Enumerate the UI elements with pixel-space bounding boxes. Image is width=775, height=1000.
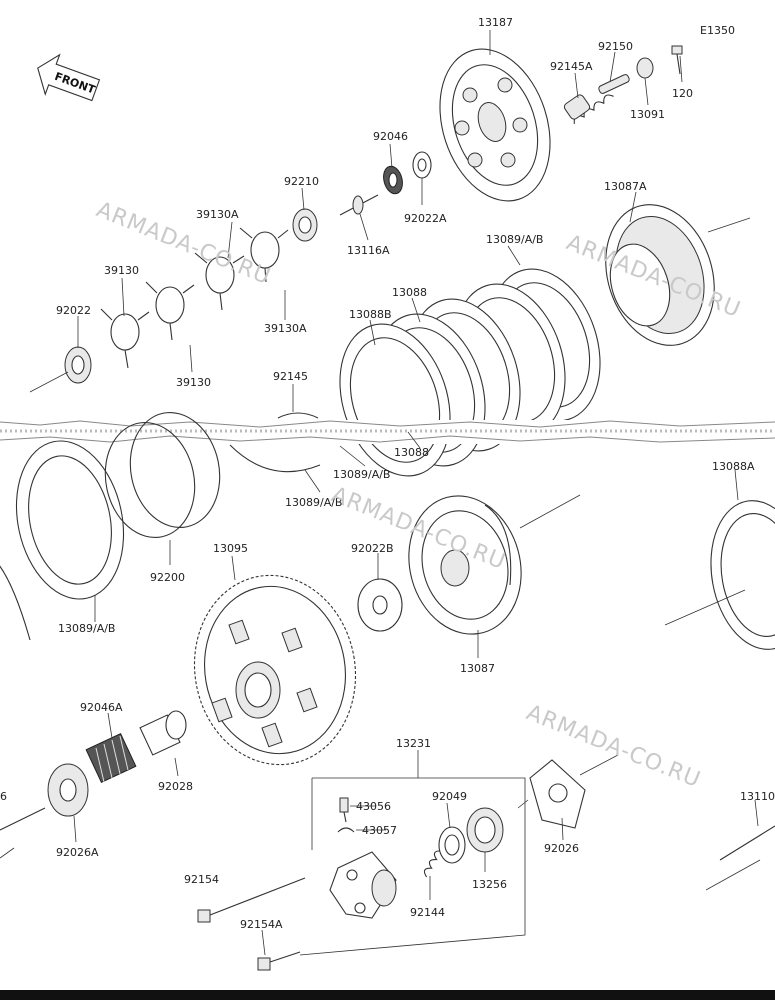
bearing-13256 (466, 807, 504, 853)
bracket-92026 (529, 759, 586, 829)
part-label: 39130A (264, 322, 307, 335)
part-label: 92150 (598, 40, 633, 53)
part-label: 13087 (460, 662, 495, 675)
part-label: 92026 (544, 842, 579, 855)
part-label: 120 (672, 87, 693, 100)
gear-13095 (193, 574, 357, 766)
spring-rings-92200 (104, 411, 221, 539)
bolt-92154a (257, 951, 301, 971)
part-label: 13088B (349, 308, 392, 321)
part-label: 92210 (284, 175, 319, 188)
hub-13087 (408, 495, 522, 635)
part-label: 92145A (550, 60, 593, 73)
part-labels: E1350 13187 92150 92145A 120 13091 92046 92022… (0, 16, 775, 931)
part-label: 92022B (351, 542, 394, 555)
seal-92049 (438, 826, 466, 864)
part-label: 92200 (150, 571, 185, 584)
plate-39130-1 (145, 281, 195, 341)
part-label: 92154A (240, 918, 283, 931)
needle-bearing-92046a (85, 732, 137, 784)
spring-92144 (423, 850, 442, 878)
bolt-120 (671, 45, 683, 75)
pushrod-13116a (339, 194, 379, 216)
axis-line (517, 799, 529, 809)
part-label: 13088 (394, 446, 429, 459)
bottom-bar (0, 990, 775, 1000)
part-label: 92049 (432, 790, 467, 803)
part-label: 92046A (80, 701, 123, 714)
part-label: 13088 (392, 286, 427, 299)
part-label: 13110 (740, 790, 775, 803)
washer-92022 (64, 346, 92, 384)
part-label: 39130A (196, 208, 239, 221)
friction-plate-lower-left (0, 440, 125, 641)
part-label: 13116A (347, 244, 390, 257)
part-label: 92026A (56, 846, 99, 859)
part-label: 13089/A/B (486, 233, 543, 246)
bearing-92046 (383, 165, 403, 195)
part-label: 43057 (362, 824, 397, 837)
part-label: 13089/A/B (333, 468, 390, 481)
part-label: 92145 (273, 370, 308, 383)
shaft-left (0, 807, 46, 859)
axis-line (519, 494, 581, 529)
part-label: 92028 (158, 780, 193, 793)
plate-13088a (710, 500, 775, 650)
part-label: 13256 (472, 878, 507, 891)
part-label: 13231 (396, 737, 431, 750)
diagram-code: E1350 (700, 24, 735, 37)
axis-line (579, 754, 619, 776)
part-label: 13089/A/B (58, 622, 115, 635)
axis-line (664, 589, 746, 626)
axis-line (707, 217, 751, 233)
washer-92022a (412, 151, 432, 179)
collar-13091 (636, 57, 654, 79)
nut-92210 (292, 208, 318, 242)
bleeder-43056 (339, 797, 349, 823)
release-cylinder (329, 851, 397, 919)
axis-line (29, 371, 69, 393)
part-label: 13091 (630, 108, 665, 121)
washer-92026a (47, 763, 89, 817)
plate-39130a-1 (239, 227, 289, 283)
shaft-13110 (705, 825, 775, 891)
clip-43057 (337, 827, 355, 833)
part-label: 13095 (213, 542, 248, 555)
part-label: 39130 (104, 264, 139, 277)
part-label: 92144 (410, 906, 445, 919)
part-label: 39130 (176, 376, 211, 389)
part-label: 43056 (356, 800, 391, 813)
bolt-92154 (197, 877, 306, 923)
part-label: 92022A (404, 212, 447, 225)
washer-92022b (357, 578, 403, 632)
part-label: 92046 (373, 130, 408, 143)
plate-39130-2 (100, 308, 150, 369)
leader-lines (73, 30, 759, 956)
pin-92150 (598, 74, 630, 94)
spring-92145a (563, 94, 614, 124)
plate-39130a-2 (194, 252, 245, 311)
part-label: 92154 (184, 873, 219, 886)
assembly-box-13231 (299, 777, 526, 956)
ring-92145 (229, 412, 321, 473)
part-label: 6 (0, 790, 7, 803)
part-label: 13089/A/B (285, 496, 342, 509)
friction-plates-stack (339, 268, 601, 477)
front-arrow-icon: FRONT (37, 53, 101, 102)
pressure-plate-13187 (439, 48, 551, 202)
part-label: 13187 (478, 16, 513, 29)
sleeve-92028 (139, 710, 187, 756)
hub-13087a (605, 204, 715, 346)
part-label: 13087A (604, 180, 647, 193)
torn-divider (0, 420, 775, 444)
part-label: 13088A (712, 460, 755, 473)
part-label: 92022 (56, 304, 91, 317)
